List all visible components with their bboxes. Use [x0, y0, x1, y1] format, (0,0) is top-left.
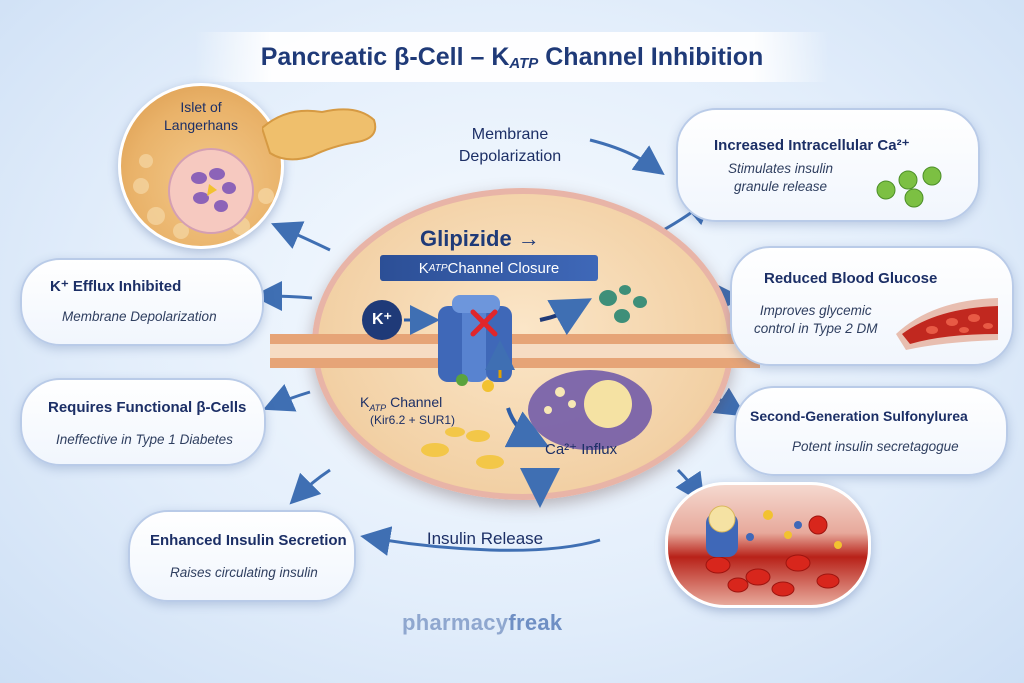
card-k-efflux-sub: Membrane Depolarization	[62, 309, 217, 324]
card-functional-sub: Ineffective in Type 1 Diabetes	[56, 432, 233, 447]
page-title: Pancreatic β-Cell – KATP Channel Inhibit…	[260, 42, 764, 72]
arrow-center-to-functional	[263, 384, 311, 412]
islet-label: Islet of Langerhans	[164, 99, 238, 133]
pancreas-illustration	[262, 108, 377, 161]
islet-illustration: Islet of Langerhans	[118, 83, 284, 249]
arrow-center-to-islet	[270, 221, 331, 252]
card-glucose-title: Reduced Blood Glucose	[764, 270, 938, 287]
card-calcium-title: Increased Intracellular Ca²⁺	[714, 137, 910, 154]
card-functional-title: Requires Functional β-Cells	[48, 399, 247, 416]
insulin-release-label: Insulin Release	[426, 529, 544, 548]
ca-influx-label: Ca²⁺ Influx	[545, 441, 618, 458]
card-k-efflux-title: K⁺ Efflux Inhibited	[50, 278, 182, 295]
membrane-depolarization-label: Membrane Depolarization	[458, 126, 562, 165]
card-k-efflux: K⁺ Efflux Inhibited Membrane Depolarizat…	[20, 258, 264, 346]
blood-vessel-icon	[896, 298, 998, 350]
card-calcium: Increased Intracellular Ca²⁺ Stimulates …	[676, 108, 980, 222]
channel-label: KATP Channel	[360, 394, 443, 413]
card-functional: Requires Functional β-Cells Ineffective …	[20, 378, 266, 466]
drug-name: Glipizide →	[420, 226, 540, 251]
card-sulfonylurea-title: Second-Generation Sulfonylurea	[750, 408, 968, 424]
card-enhanced-title: Enhanced Insulin Secretion	[150, 532, 347, 549]
brand-logo: pharmacyfreak	[402, 610, 563, 635]
card-enhanced-sub: Raises circulating insulin	[170, 565, 318, 580]
arrow-center-to-enhanced	[289, 468, 331, 505]
card-glucose-sub: Improves glycemic control in Type 2 DM	[754, 303, 878, 336]
title-banner: Pancreatic β-Cell – KATP Channel Inhibit…	[195, 32, 829, 82]
card-calcium-sub: Stimulates insulin granule release	[728, 161, 834, 194]
insulin-granules-icon	[876, 166, 942, 208]
k-ion-label: K⁺	[372, 311, 392, 328]
card-enhanced: Enhanced Insulin Secretion Raises circul…	[128, 510, 356, 602]
channel-subunits: (Kir6.2 + SUR1)	[370, 413, 456, 427]
card-sulfonylurea-sub: Potent insulin secretagogue	[792, 439, 959, 454]
card-sulfonylurea: Second-Generation Sulfonylurea Potent in…	[734, 386, 1008, 476]
arrow-center-to-kefflux	[252, 281, 313, 312]
blood-vessel-illustration	[665, 482, 871, 608]
card-glucose: Reduced Blood Glucose Improves glycemic …	[730, 246, 1014, 366]
